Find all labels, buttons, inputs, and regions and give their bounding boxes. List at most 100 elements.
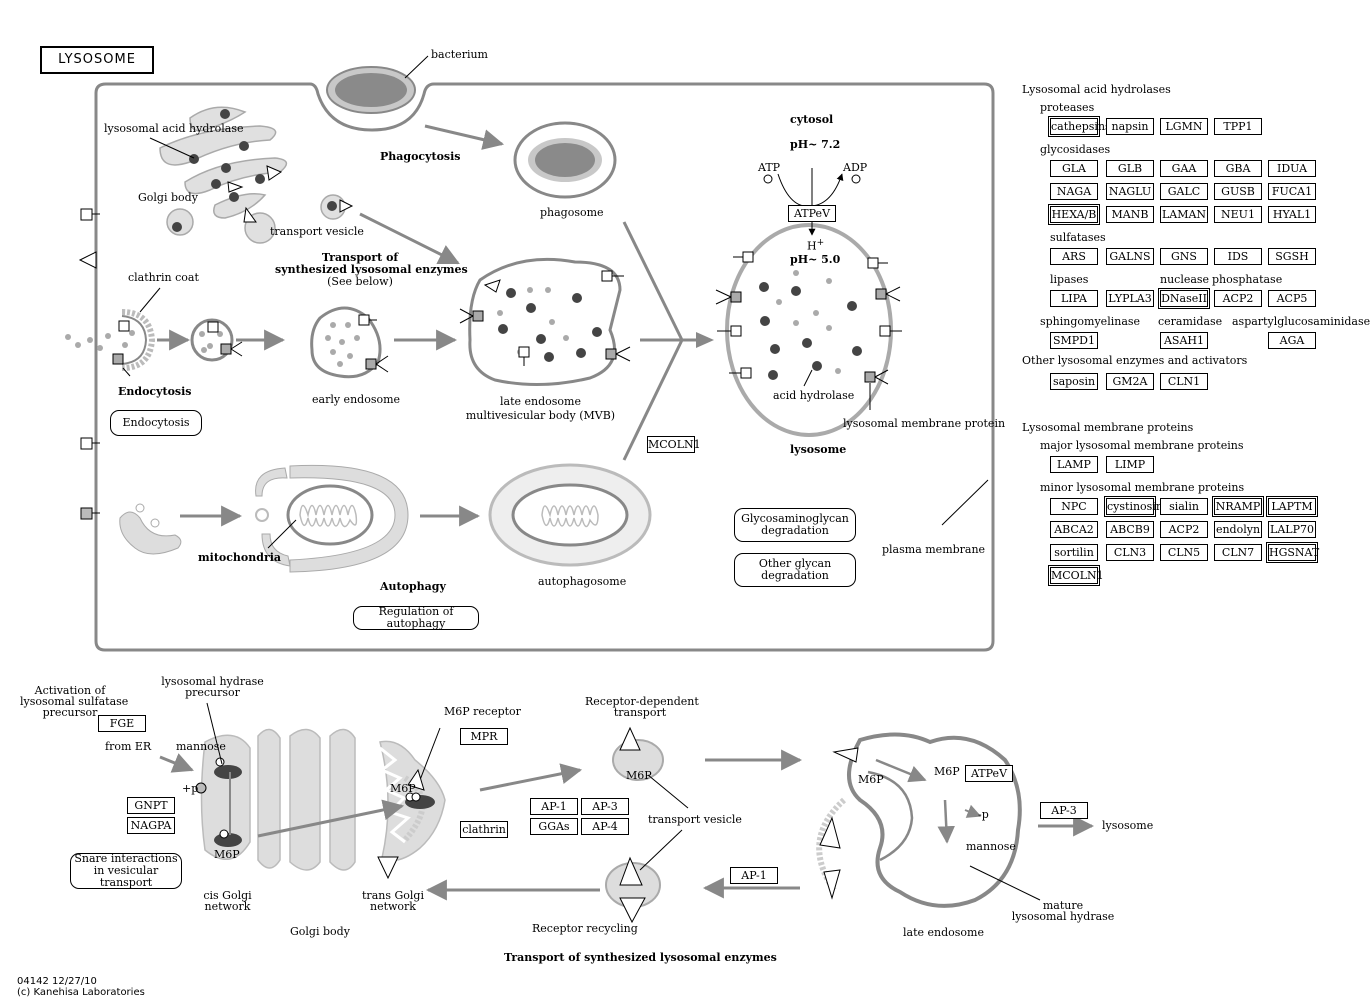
gene-nramp[interactable]: NRAMP <box>1214 498 1262 515</box>
gene-ap1-bottom[interactable]: AP-1 <box>730 867 778 884</box>
gene-hgsnat[interactable]: HGSNAT <box>1268 544 1320 561</box>
proteases-label: proteases <box>1040 101 1095 114</box>
gene-cln3[interactable]: CLN3 <box>1106 544 1154 561</box>
gene-gaa[interactable]: GAA <box>1160 160 1208 177</box>
gene-gba[interactable]: GBA <box>1214 160 1262 177</box>
acid-hydrolase-label: acid hydrolase <box>773 389 855 402</box>
gene-napsin[interactable]: napsin <box>1106 118 1154 135</box>
gene-npc[interactable]: NPC <box>1050 498 1098 515</box>
gene-sortilin[interactable]: sortilin <box>1050 544 1098 561</box>
gene-sialin[interactable]: sialin <box>1160 498 1208 515</box>
gene-naga[interactable]: NAGA <box>1050 183 1098 200</box>
gene-hyal1[interactable]: HYAL1 <box>1268 206 1316 223</box>
gene-nagpa[interactable]: NAGPA <box>127 817 175 834</box>
gene-glb[interactable]: GLB <box>1106 160 1154 177</box>
gene-cln7[interactable]: CLN7 <box>1214 544 1262 561</box>
membrane-title: Lysosomal membrane proteins <box>1022 421 1194 434</box>
autophagosome-label: autophagosome <box>538 575 627 588</box>
gene-dnaseii[interactable]: DNaseII <box>1160 290 1208 307</box>
gene-galc[interactable]: GALC <box>1160 183 1208 200</box>
gene-ids[interactable]: IDS <box>1214 248 1262 265</box>
gene-acp2[interactable]: ACP2 <box>1214 290 1262 307</box>
gene-cln5[interactable]: CLN5 <box>1160 544 1208 561</box>
gene-atpev-bottom[interactable]: ATPeV <box>965 765 1013 782</box>
gene-ars[interactable]: ARS <box>1050 248 1098 265</box>
gene-acp5[interactable]: ACP5 <box>1268 290 1316 307</box>
gene-gnpt[interactable]: GNPT <box>127 797 175 814</box>
gene-limp[interactable]: LIMP <box>1106 456 1154 473</box>
gene-sgsh[interactable]: SGSH <box>1268 248 1316 265</box>
gene-gusb[interactable]: GUSB <box>1214 183 1262 200</box>
cell-membrane <box>94 82 995 652</box>
gene-ap3[interactable]: AP-3 <box>581 798 629 815</box>
lysosomal-acid-hydrolase-label: lysosomal acid hydrolase <box>104 122 244 135</box>
gene-laptm[interactable]: LAPTM <box>1268 498 1316 515</box>
gene-gns[interactable]: GNS <box>1160 248 1208 265</box>
gene-tpp1[interactable]: TPP1 <box>1214 118 1262 135</box>
minor-label: minor lysosomal membrane proteins <box>1040 481 1245 494</box>
gene-ap4[interactable]: AP-4 <box>581 818 629 835</box>
activation-label: Activation of lysosomal sulfatase precur… <box>20 685 128 719</box>
gene-gm2a[interactable]: GM2A <box>1106 373 1154 390</box>
gene-cathepsins[interactable]: cathepsins <box>1050 118 1111 135</box>
gene-neu1[interactable]: NEU1 <box>1214 206 1262 223</box>
gene-laman[interactable]: LAMAN <box>1160 206 1208 223</box>
gene-abcb9[interactable]: ABCB9 <box>1106 521 1154 538</box>
gene-mpr[interactable]: MPR <box>460 728 508 745</box>
from-er-label: from ER <box>105 740 152 753</box>
other-enzymes-label: Other lysosomal enzymes and activators <box>1022 354 1248 367</box>
gene-lipa[interactable]: LIPA <box>1050 290 1098 307</box>
gene-saposin[interactable]: saposin <box>1050 373 1098 390</box>
gene-lalp70[interactable]: LALP70 <box>1268 521 1316 538</box>
gene-ap1[interactable]: AP-1 <box>530 798 578 815</box>
activation-line-3: precursor <box>42 706 98 719</box>
gene-manb[interactable]: MANB <box>1106 206 1154 223</box>
regulation-autophagy-link[interactable]: Regulation of autophagy <box>353 606 479 630</box>
gene-lgmn[interactable]: LGMN <box>1160 118 1208 135</box>
atpev-gene[interactable]: ATPeV <box>788 205 836 222</box>
transport-title-line-1: Transport of <box>321 251 399 264</box>
h-sup: + <box>816 238 825 248</box>
lysosome-bottom-label: lysosome <box>1102 819 1154 832</box>
gene-fuca1[interactable]: FUCA1 <box>1268 183 1316 200</box>
transport-title[interactable]: Transport of synthesized lysosomal enzym… <box>275 251 468 288</box>
gene-naglu[interactable]: NAGLU <box>1106 183 1154 200</box>
other-glycan-line-1: Other glycan <box>758 557 832 570</box>
rdt-label: Receptor-dependent transport <box>585 696 699 718</box>
lysosomal-membrane-protein-label: lysosomal membrane protein <box>843 417 1006 430</box>
gene-mcoln1-legend[interactable]: MCOLN1 <box>1050 567 1104 584</box>
cis-golgi-label: cis Golgi network <box>195 890 260 912</box>
endocytosis-link[interactable]: Endocytosis <box>110 410 202 436</box>
gene-galns[interactable]: GALNS <box>1106 248 1154 265</box>
cis-golgi-line-2: network <box>204 900 251 913</box>
gene-smpd1[interactable]: SMPD1 <box>1050 332 1098 349</box>
footer-line-1: 04142 12/27/10 <box>17 976 97 987</box>
gene-endolyn[interactable]: endolyn <box>1214 521 1262 538</box>
footer-line-2: (c) Kanehisa Laboratories <box>17 987 145 998</box>
major-label: major lysosomal membrane proteins <box>1040 439 1244 452</box>
snare-line-1: Snare interactions <box>74 852 178 865</box>
endocytosis-label: Endocytosis <box>118 385 192 398</box>
gene-cystinosin[interactable]: cystinosin <box>1106 498 1163 515</box>
gene-lamp[interactable]: LAMP <box>1050 456 1098 473</box>
gene-abca2[interactable]: ABCA2 <box>1050 521 1098 538</box>
gene-fge[interactable]: FGE <box>98 715 146 732</box>
gene-ggas[interactable]: GGAs <box>530 818 578 835</box>
gene-ap3-bottom[interactable]: AP-3 <box>1040 802 1088 819</box>
glycosidases-label: glycosidases <box>1040 143 1111 156</box>
gene-cln1[interactable]: CLN1 <box>1160 373 1208 390</box>
gene-hexab[interactable]: HEXA/B <box>1050 206 1098 223</box>
gene-acp2-membrane[interactable]: ACP2 <box>1160 521 1208 538</box>
mcoln1-gene[interactable]: MCOLN1 <box>647 436 701 453</box>
gene-gla[interactable]: GLA <box>1050 160 1098 177</box>
gene-clathrin[interactable]: clathrin <box>460 821 508 838</box>
gene-aga[interactable]: AGA <box>1268 332 1316 349</box>
gene-idua[interactable]: IDUA <box>1268 160 1316 177</box>
gene-asah1[interactable]: ASAH1 <box>1160 332 1208 349</box>
snare-line-2: in vesicular transport <box>93 864 159 889</box>
gene-lypla3[interactable]: LYPLA3 <box>1106 290 1154 307</box>
gag-line-1: Glycosaminoglycan <box>741 512 849 525</box>
